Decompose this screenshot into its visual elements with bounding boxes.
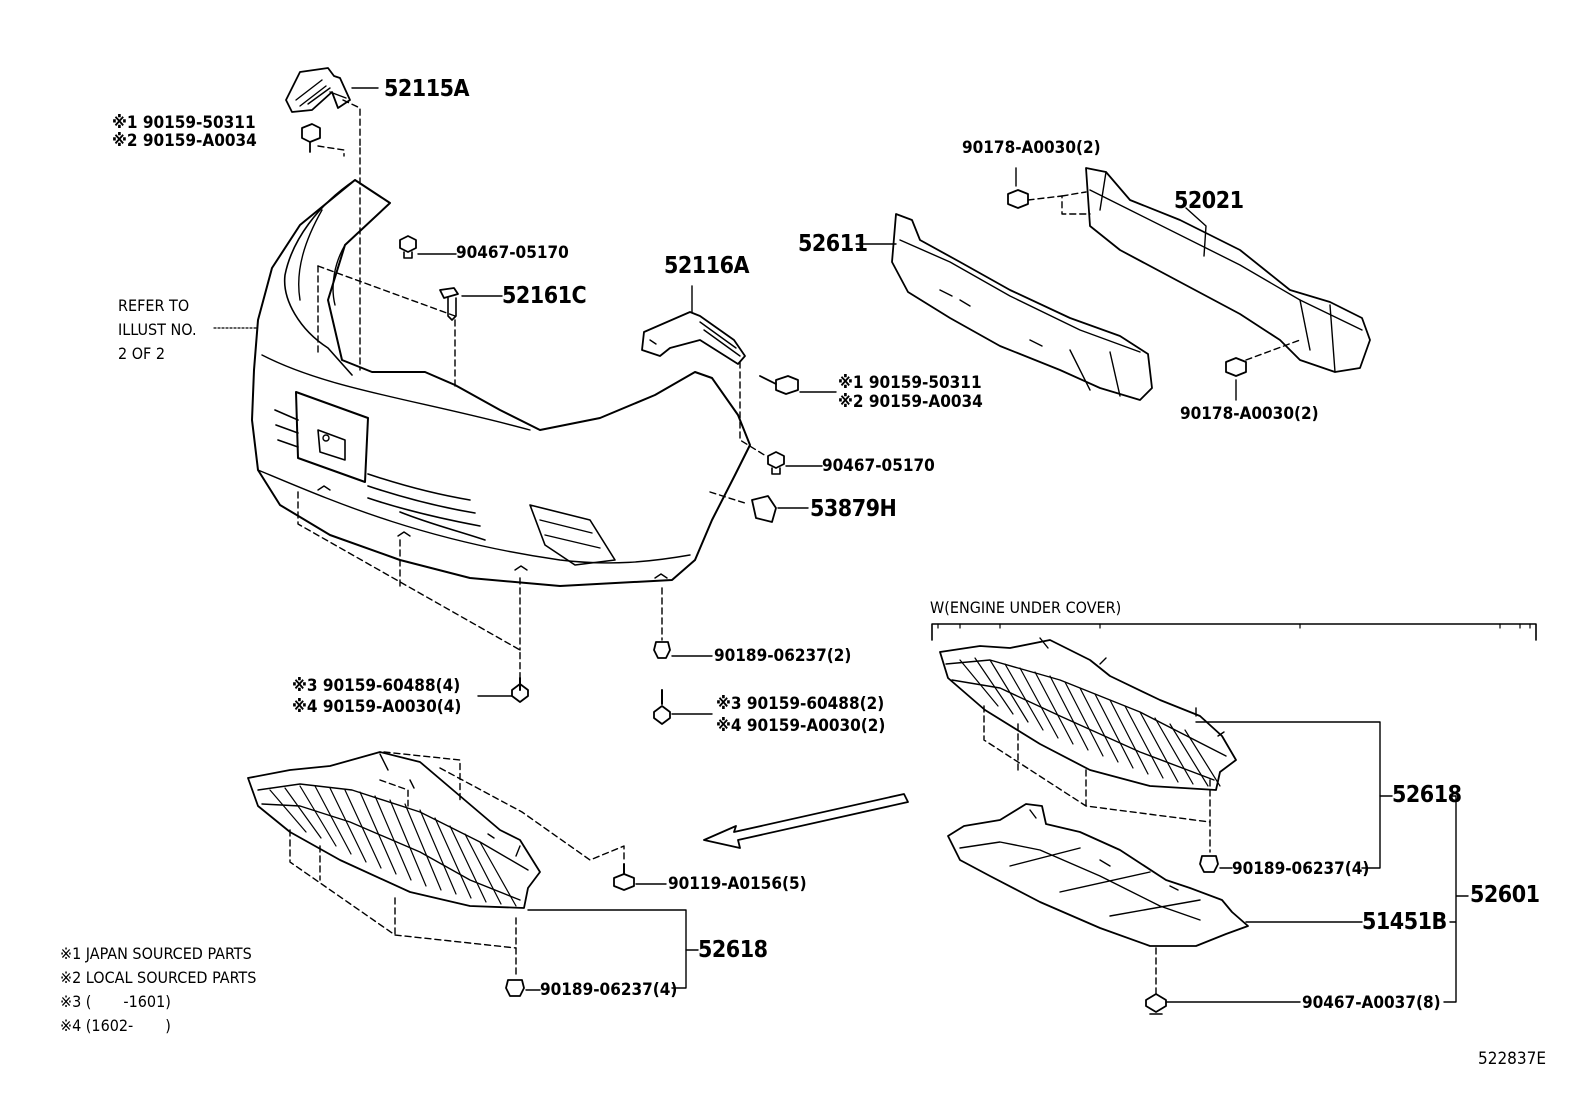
label-90159-50311-a: ※1 90159-50311 [112, 113, 256, 133]
label-90467-05170-left: 90467-05170 [456, 243, 569, 263]
under-cover-left-drawing [247, 751, 699, 997]
label-90159-60488-4: ※3 90159-60488(4) [292, 676, 461, 696]
label-90467-A0037: 90467-A0037(8) [1302, 993, 1441, 1013]
label-52115A: 52115A [384, 76, 470, 102]
label-90159-A0030-2: ※4 90159-A0030(2) [716, 716, 886, 736]
group-52601-bracket [1443, 795, 1469, 1003]
under-cover-right-drawing [939, 637, 1393, 873]
label-52161C: 52161C [502, 283, 587, 309]
absorber-52611-drawing [855, 213, 1153, 401]
note-local-sourced: ※2 LOCAL SOURCED PARTS [60, 968, 257, 987]
label-52601: 52601 [1470, 882, 1540, 908]
label-52611: 52611 [798, 231, 868, 257]
clip-left-drawing [317, 235, 503, 391]
label-90178-top: 90178-A0030(2) [962, 138, 1101, 158]
label-engine-under-cover: W(ENGINE UNDER COVER) [930, 598, 1122, 617]
label-90119-A0156: 90119-A0156(5) [668, 874, 807, 894]
label-90159-A0030-4: ※4 90159-A0030(4) [292, 697, 462, 717]
engine-under-cover-bracket [931, 623, 1537, 641]
refer-to-line1: REFER TO [118, 296, 190, 315]
label-90189-06237-4-right: 90189-06237(4) [1232, 859, 1370, 879]
cover-51451B-drawing [947, 803, 1363, 1015]
figure-id: 522837E [1478, 1049, 1547, 1069]
reinforcement-52021-drawing [1007, 167, 1371, 401]
bracket-52115A-drawing [285, 67, 379, 371]
label-52618-right: 52618 [1392, 782, 1462, 808]
label-52618-left: 52618 [698, 937, 768, 963]
note-japan-sourced: ※1 JAPAN SOURCED PARTS [60, 944, 252, 963]
label-53879H: 53879H [810, 496, 897, 522]
note-from-1602: ※4 (1602- ) [60, 1016, 171, 1035]
label-90189-06237-2: 90189-06237(2) [714, 646, 852, 666]
label-52116A: 52116A [664, 253, 750, 279]
label-90159-50311-b: ※1 90159-50311 [838, 373, 982, 393]
bumper-cover-drawing [251, 179, 751, 587]
note-until-1601: ※3 ( -1601) [60, 992, 171, 1011]
refer-to-line3: 2 OF 2 [118, 344, 166, 363]
label-52021: 52021 [1174, 188, 1244, 214]
label-90178-bottom: 90178-A0030(2) [1180, 404, 1319, 424]
refer-to-line2: ILLUST NO. [118, 320, 197, 339]
label-90159-A0034-b: ※2 90159-A0034 [838, 392, 983, 412]
bracket-52116A-drawing [641, 285, 837, 523]
direction-arrow [703, 793, 909, 849]
label-90159-60488-2: ※3 90159-60488(2) [716, 694, 885, 714]
label-90467-05170-right: 90467-05170 [822, 456, 935, 476]
bumper-fasteners-drawing [297, 491, 713, 725]
label-90159-A0034-a: ※2 90159-A0034 [112, 131, 257, 151]
label-51451B: 51451B [1362, 909, 1447, 935]
label-90189-06237-4-left: 90189-06237(4) [540, 980, 678, 1000]
